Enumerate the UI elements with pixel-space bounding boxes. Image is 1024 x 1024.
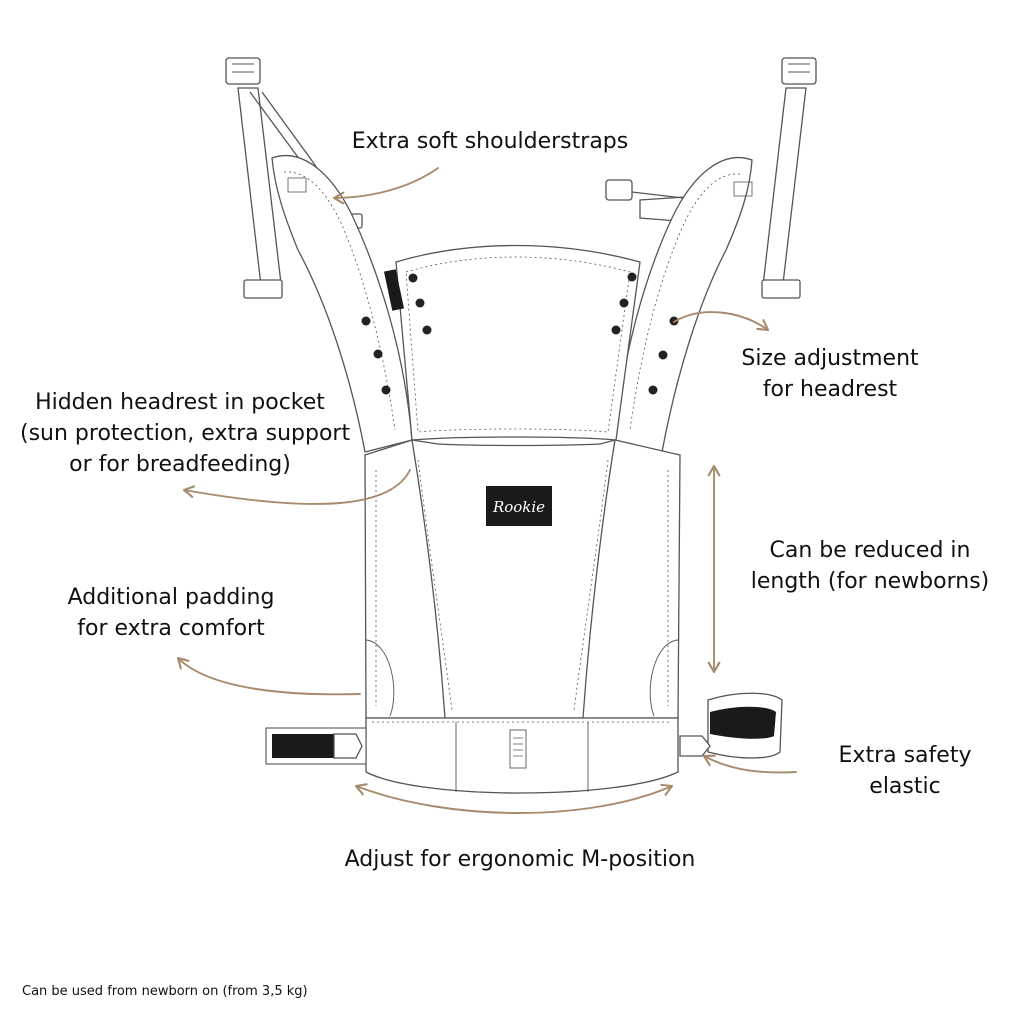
arrow-hidden-headrest <box>182 469 411 505</box>
label-hidden-headrest: Hidden headrest in pocket (sun protectio… <box>20 390 351 477</box>
arrow-padding <box>176 656 361 696</box>
arrow-safety-elastic <box>702 754 797 774</box>
care-label <box>509 729 527 769</box>
carrier-drawing <box>225 57 817 794</box>
arrow-m-position <box>354 783 674 814</box>
brand-logo: Rookie <box>486 486 552 526</box>
snap-buttons <box>361 272 679 395</box>
label-padding: Additional padding for extra comfort <box>67 585 275 641</box>
right-waist-buckle <box>679 735 711 757</box>
headrest-panel <box>395 244 641 441</box>
label-size-adjustment: Size adjustment for headrest <box>741 346 919 402</box>
right-shoulder-strap <box>614 157 753 453</box>
label-m-position: Adjust for ergonomic M-position <box>344 847 696 872</box>
label-shoulderstraps: Extra soft shoulderstraps <box>351 129 629 154</box>
strap-logo-tag <box>383 269 405 311</box>
label-reduced-length: Can be reduced in length (for newborns) <box>750 538 990 594</box>
left-waist-buckle <box>333 733 363 759</box>
left-waist-strap <box>272 734 334 758</box>
arrow-shoulderstraps <box>332 167 439 205</box>
svg-text:Rookie: Rookie <box>492 498 545 516</box>
footnote: Can be used from newborn on (from 3,5 kg… <box>22 984 308 999</box>
arrow-size-adjustment <box>673 311 770 332</box>
label-safety-elastic: Extra safety elastic <box>838 743 972 799</box>
carrier-body-panel <box>364 439 681 719</box>
